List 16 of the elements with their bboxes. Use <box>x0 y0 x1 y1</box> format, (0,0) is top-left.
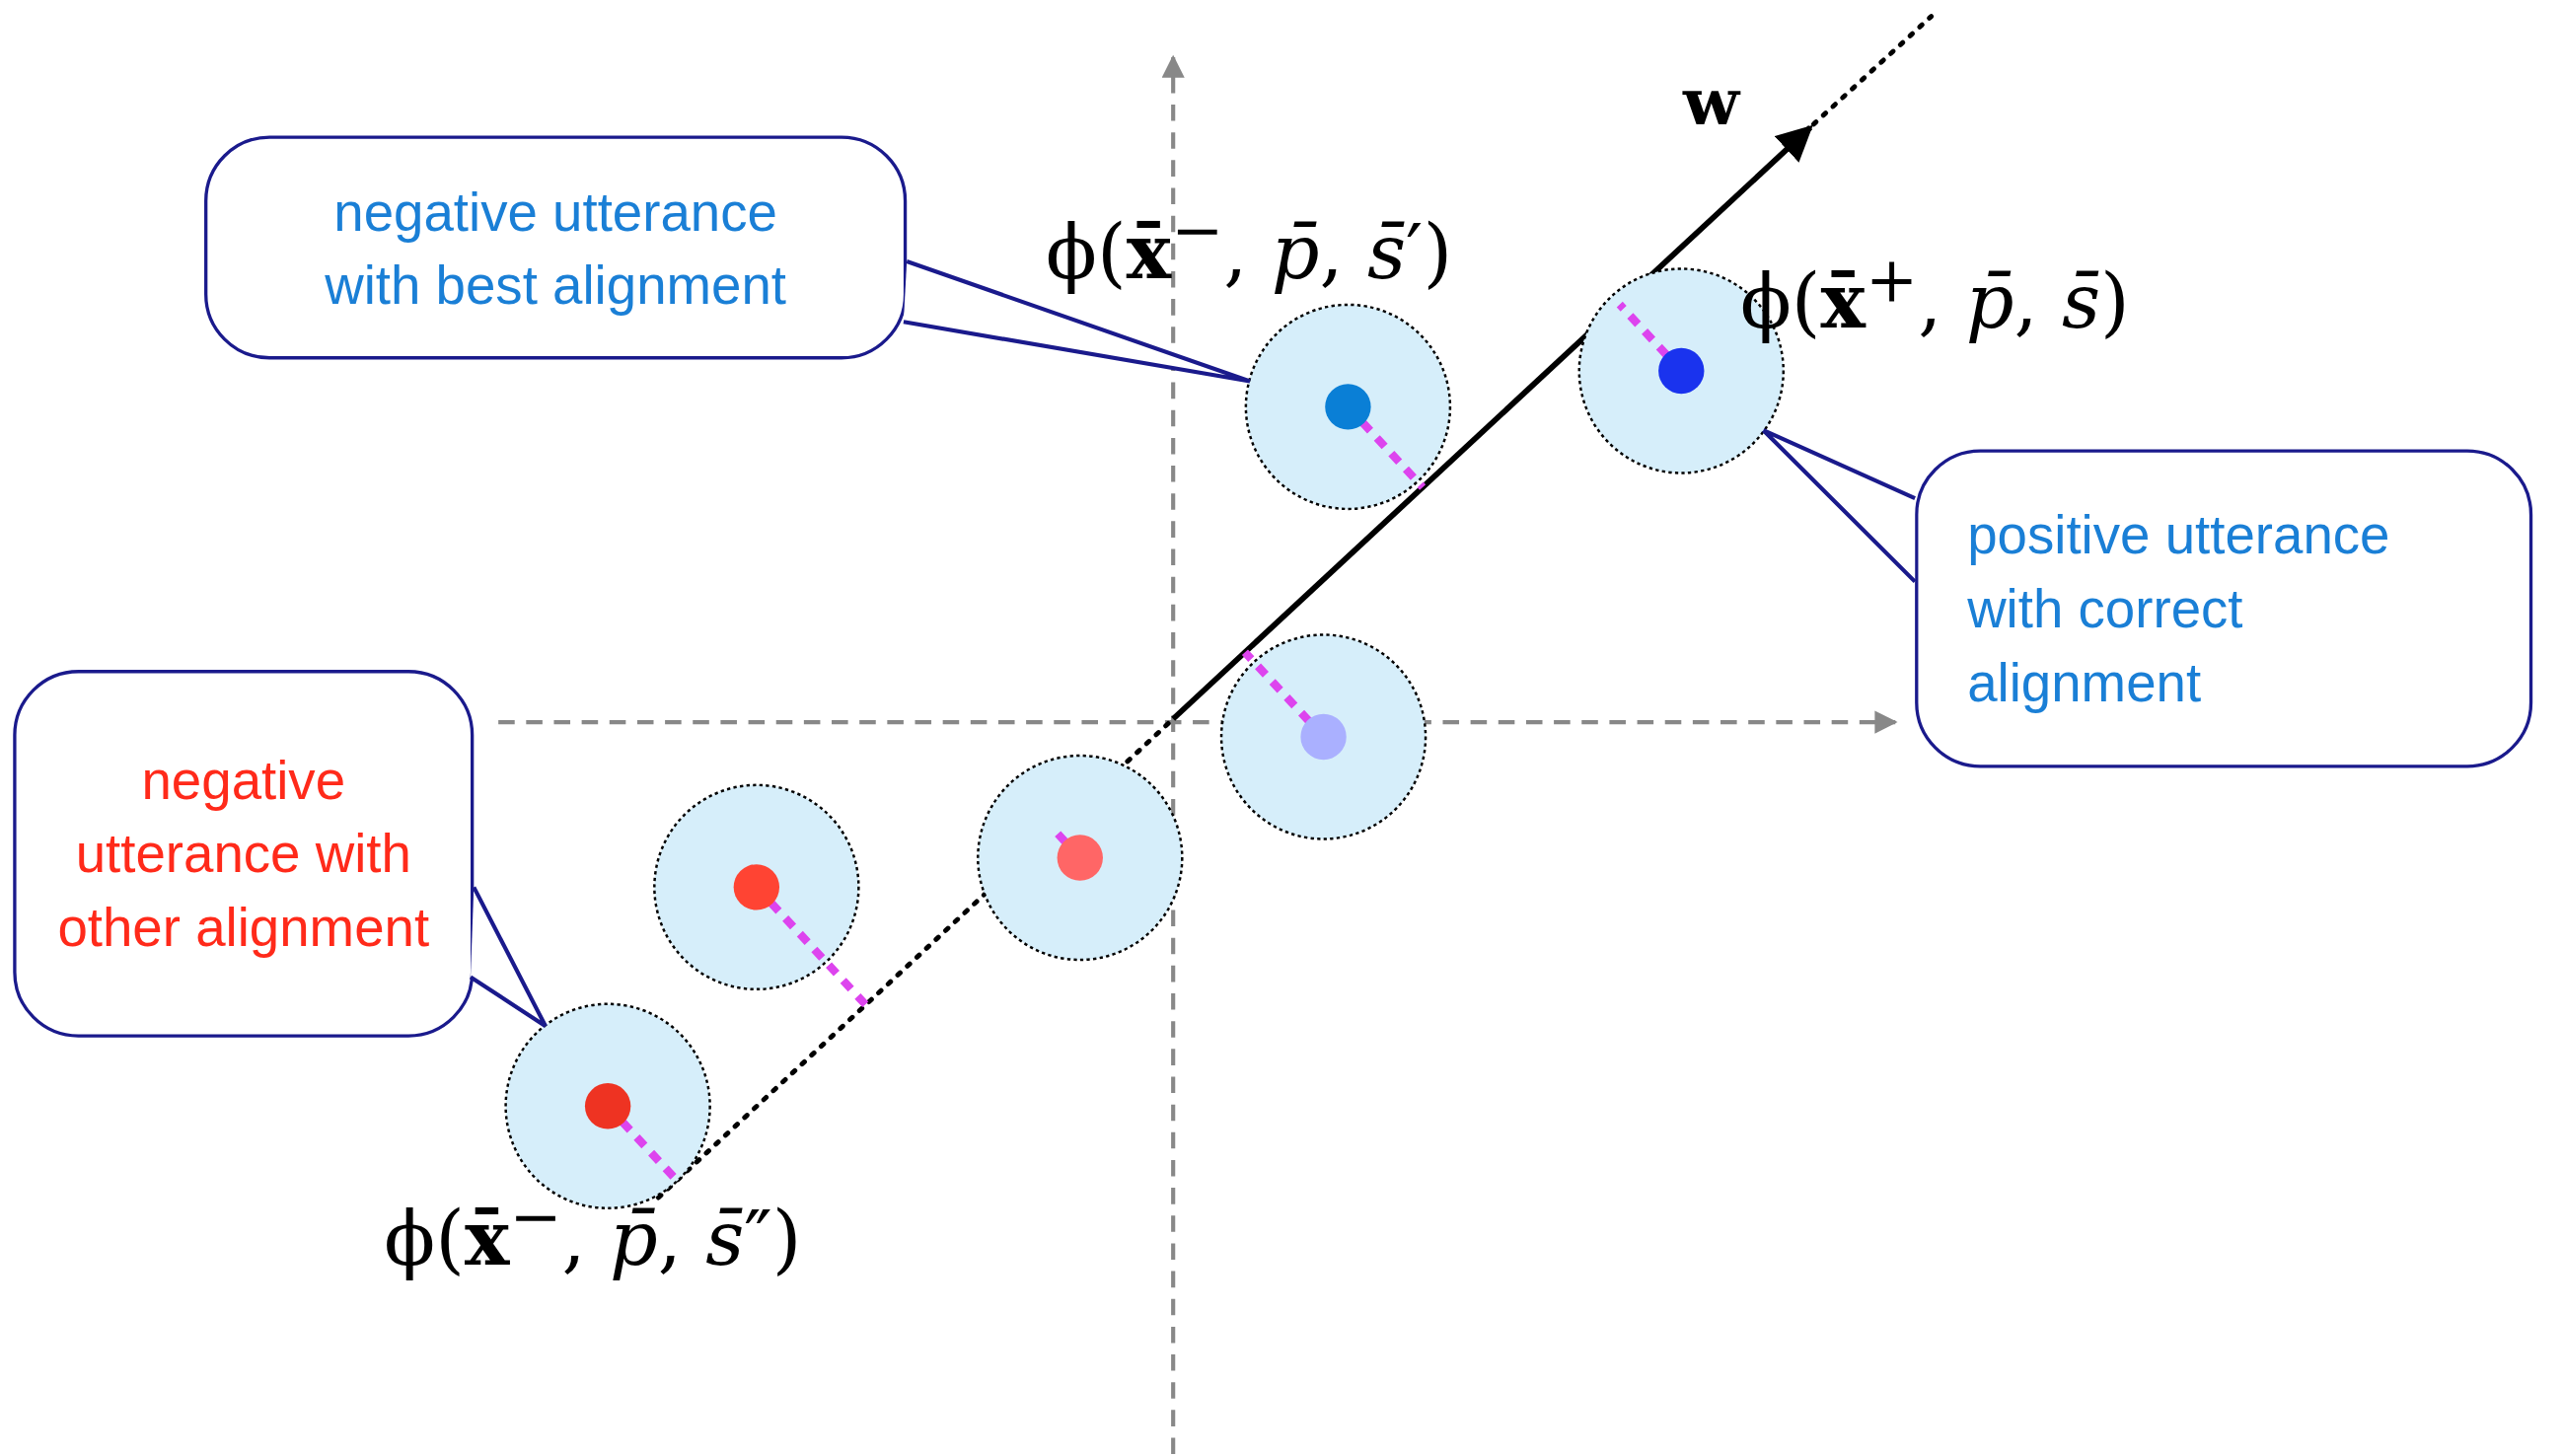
vector-label: w <box>1682 61 1739 139</box>
callout-text: negative utterance with best alignment <box>324 180 788 318</box>
callout-tail <box>1761 428 1918 584</box>
callout-text: positive utterance with correct alignment <box>1967 503 2391 715</box>
callout-bubble <box>1915 449 2533 768</box>
formula-label: ϕ(x̄$^{+}$, p̄, s̄) <box>1739 242 2130 345</box>
callout-tail <box>468 885 549 1029</box>
callout-text: negative utterance with other alignment <box>56 749 431 960</box>
data-point-circle <box>1218 631 1428 841</box>
formula-label: ϕ(x̄$^{−}$, p̄, s̄″) <box>384 1179 802 1283</box>
callout-bubble <box>13 670 475 1038</box>
callout-bubble <box>204 135 908 360</box>
data-point-circle <box>975 753 1185 963</box>
data-point-circle <box>651 782 861 992</box>
formula-label: ϕ(x̄$^{−}$, p̄, s̄′) <box>1046 192 1453 297</box>
callout-tail <box>901 258 1253 384</box>
